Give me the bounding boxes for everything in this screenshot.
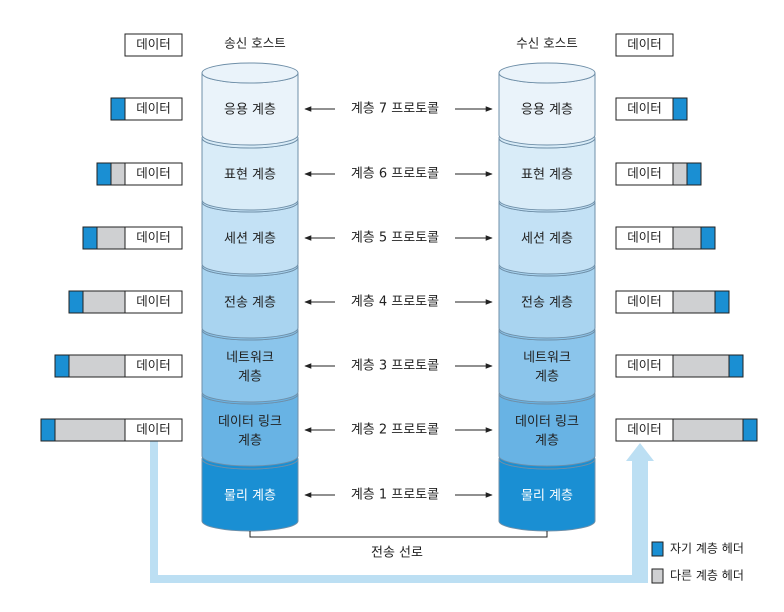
- sender-layer-label: 데이터 링크: [218, 415, 282, 430]
- protocol-label-layer-1: 계층 1 프로토콜: [351, 488, 439, 503]
- receiver-host-title: 수신 호스트: [516, 36, 577, 51]
- receiver-data-label: 데이터: [627, 358, 662, 373]
- sender-data-box: [124, 33, 183, 57]
- legend-other-swatch: [651, 568, 664, 584]
- receiver-own-header: [686, 162, 702, 186]
- sender-layer-label: 세션 계층: [224, 232, 276, 247]
- sender-data-box: [124, 226, 183, 250]
- receiver-layer-label: 네트워크: [523, 351, 571, 366]
- sender-own-header: [110, 97, 126, 121]
- receiver-other-header: [672, 418, 744, 442]
- receiver-data-label: 데이터: [627, 166, 662, 181]
- sender-own-header: [82, 226, 98, 250]
- sender-own-header: [96, 162, 112, 186]
- sender-data-box: [124, 418, 183, 442]
- protocol-label-layer-7: 계층 7 프로토콜: [351, 102, 439, 117]
- sender-host-title: 송신 호스트: [224, 36, 285, 51]
- sender-other-header: [110, 162, 126, 186]
- sender-data-box: [124, 290, 183, 314]
- sender-own-header: [54, 354, 70, 378]
- legend-other-label: 다른 계층 헤더: [670, 569, 744, 583]
- receiver-layer-label: 응용 계층: [521, 103, 573, 118]
- sender-layer-label: 네트워크: [226, 351, 274, 366]
- sender-layer-label: 표현 계층: [224, 168, 276, 183]
- sender-other-header: [54, 418, 126, 442]
- sender-data-label: 데이터: [136, 37, 171, 52]
- sender-data-label: 데이터: [136, 166, 171, 181]
- receiver-own-header: [672, 97, 688, 121]
- sender-other-header: [96, 226, 126, 250]
- sender-layer-label: 계층: [238, 434, 262, 449]
- sender-data-label: 데이터: [136, 101, 171, 116]
- receiver-data-label: 데이터: [627, 230, 662, 245]
- receiver-other-header: [672, 226, 702, 250]
- legend-own-label: 자기 계층 헤더: [670, 542, 744, 556]
- receiver-data-box: [615, 33, 674, 57]
- sender-cylinder-layer-2-body: [201, 393, 299, 467]
- receiver-other-header: [672, 354, 730, 378]
- receiver-layer-label: 표현 계층: [521, 168, 573, 183]
- receiver-layer-label: 계층: [535, 434, 559, 449]
- transmission-line-label: 전송 선로: [371, 546, 423, 561]
- receiver-data-label: 데이터: [627, 37, 662, 52]
- receiver-cylinder-layer-3-body: [498, 329, 596, 403]
- sender-data-label: 데이터: [136, 294, 171, 309]
- receiver-data-label: 데이터: [627, 294, 662, 309]
- protocol-label-layer-3: 계층 3 프로토콜: [351, 359, 439, 374]
- receiver-own-header: [728, 354, 744, 378]
- receiver-layer-label: 데이터 링크: [515, 415, 579, 430]
- receiver-layer-label: 물리 계층: [521, 489, 573, 504]
- receiver-layer-label: 세션 계층: [521, 232, 573, 247]
- protocol-label-layer-4: 계층 4 프로토콜: [351, 295, 439, 310]
- receiver-own-header: [714, 290, 730, 314]
- sender-own-header: [40, 418, 56, 442]
- sender-layer-label: 계층: [238, 370, 262, 385]
- sender-data-box: [124, 162, 183, 186]
- transmission-line: [249, 531, 548, 538]
- sender-layer-label: 응용 계층: [224, 103, 276, 118]
- receiver-own-header: [742, 418, 758, 442]
- sender-data-box: [124, 354, 183, 378]
- sender-cylinder-layer-3-body: [201, 329, 299, 403]
- protocol-label-layer-6: 계층 6 프로토콜: [351, 167, 439, 182]
- sender-own-header: [68, 290, 84, 314]
- sender-other-header: [82, 290, 126, 314]
- sender-cylinder-layer-7-top: [201, 62, 299, 84]
- sender-data-label: 데이터: [136, 358, 171, 373]
- sender-layer-label: 전송 계층: [224, 296, 276, 311]
- sender-other-header: [68, 354, 126, 378]
- receiver-data-label: 데이터: [627, 422, 662, 437]
- receiver-layer-label: 전송 계층: [521, 296, 573, 311]
- legend-own-swatch: [651, 541, 664, 557]
- protocol-label-layer-2: 계층 2 프로토콜: [351, 423, 439, 438]
- receiver-other-header: [672, 162, 688, 186]
- receiver-cylinder-layer-2-body: [498, 393, 596, 467]
- receiver-cylinder-layer-7-top: [498, 62, 596, 84]
- sender-data-box: [124, 97, 183, 121]
- sender-data-label: 데이터: [136, 422, 171, 437]
- receiver-layer-label: 계층: [535, 370, 559, 385]
- receiver-own-header: [700, 226, 716, 250]
- receiver-other-header: [672, 290, 716, 314]
- receiver-data-label: 데이터: [627, 101, 662, 116]
- sender-data-label: 데이터: [136, 230, 171, 245]
- sender-layer-label: 물리 계층: [224, 489, 276, 504]
- protocol-label-layer-5: 계층 5 프로토콜: [351, 231, 439, 246]
